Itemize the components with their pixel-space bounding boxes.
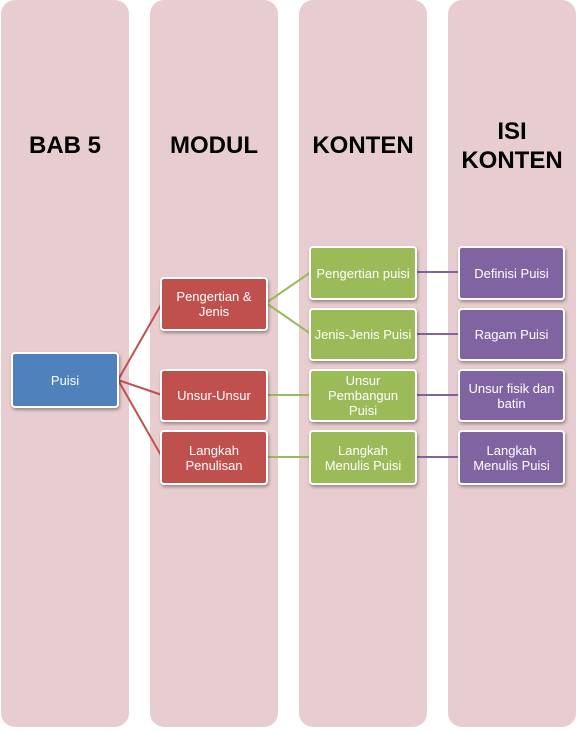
node-modul-unsur-unsur: Unsur-Unsur: [160, 369, 268, 422]
node-label: Langkah Menulis Puisi: [324, 442, 402, 473]
node-puisi-label: Puisi: [50, 372, 80, 388]
node-label: Langkah Penulisan: [185, 442, 243, 473]
column-header-isi-line1: ISI: [497, 118, 527, 145]
node-label: Ragam Puisi: [474, 327, 549, 342]
column-header-isi-line2: KONTEN: [461, 147, 563, 174]
node-isi-langkah-menulis: Langkah Menulis Puisi: [458, 430, 565, 485]
node-label: Pengertian puisi: [316, 265, 410, 281]
link-puisi-langkah: [117, 379, 163, 458]
column-isi-konten: ISI KONTEN: [448, 0, 576, 727]
column-header-modul: MODUL: [170, 132, 258, 159]
node-isi-unsur-fisik-batin: Unsur fisik dan batin: [458, 369, 565, 422]
node-isi-definisi-puisi: Definisi Puisi: [458, 246, 565, 300]
node-label: Unsur Pembangun Puisi: [328, 373, 399, 418]
column-modul: MODUL: [150, 0, 278, 727]
column-header-bab: BAB 5: [28, 132, 101, 159]
node-konten-pengertian-puisi: Pengertian puisi: [309, 246, 417, 300]
link-pengertian-jenis: [265, 302, 312, 335]
node-konten-unsur-pembangun: Unsur Pembangun Puisi: [309, 369, 417, 422]
node-puisi: Puisi: [11, 352, 119, 408]
node-label: Unsur-Unsur: [177, 388, 251, 403]
node-modul-langkah-penulisan: Langkah Penulisan: [160, 430, 268, 485]
node-konten-jenis-jenis-puisi: Jenis-Jenis Puisi: [309, 308, 417, 361]
link-puisi-pengertian: [117, 302, 163, 381]
link-puisi-unsur: [117, 379, 163, 396]
column-header-konten: KONTEN: [312, 132, 414, 159]
node-modul-pengertian-jenis: Pengertian & Jenis: [160, 277, 268, 331]
node-label: Definisi Puisi: [474, 265, 549, 281]
node-label: Pengertian & Jenis: [176, 289, 252, 319]
node-konten-langkah-menulis: Langkah Menulis Puisi: [309, 430, 417, 485]
column-konten: KONTEN: [299, 0, 427, 727]
node-isi-ragam-puisi: Ragam Puisi: [458, 308, 565, 361]
node-label: Jenis-Jenis Puisi: [314, 327, 412, 342]
node-label: Langkah Menulis Puisi: [473, 442, 550, 473]
node-label: Unsur fisik dan batin: [468, 380, 555, 411]
link-pengertian-puisi: [265, 271, 312, 304]
